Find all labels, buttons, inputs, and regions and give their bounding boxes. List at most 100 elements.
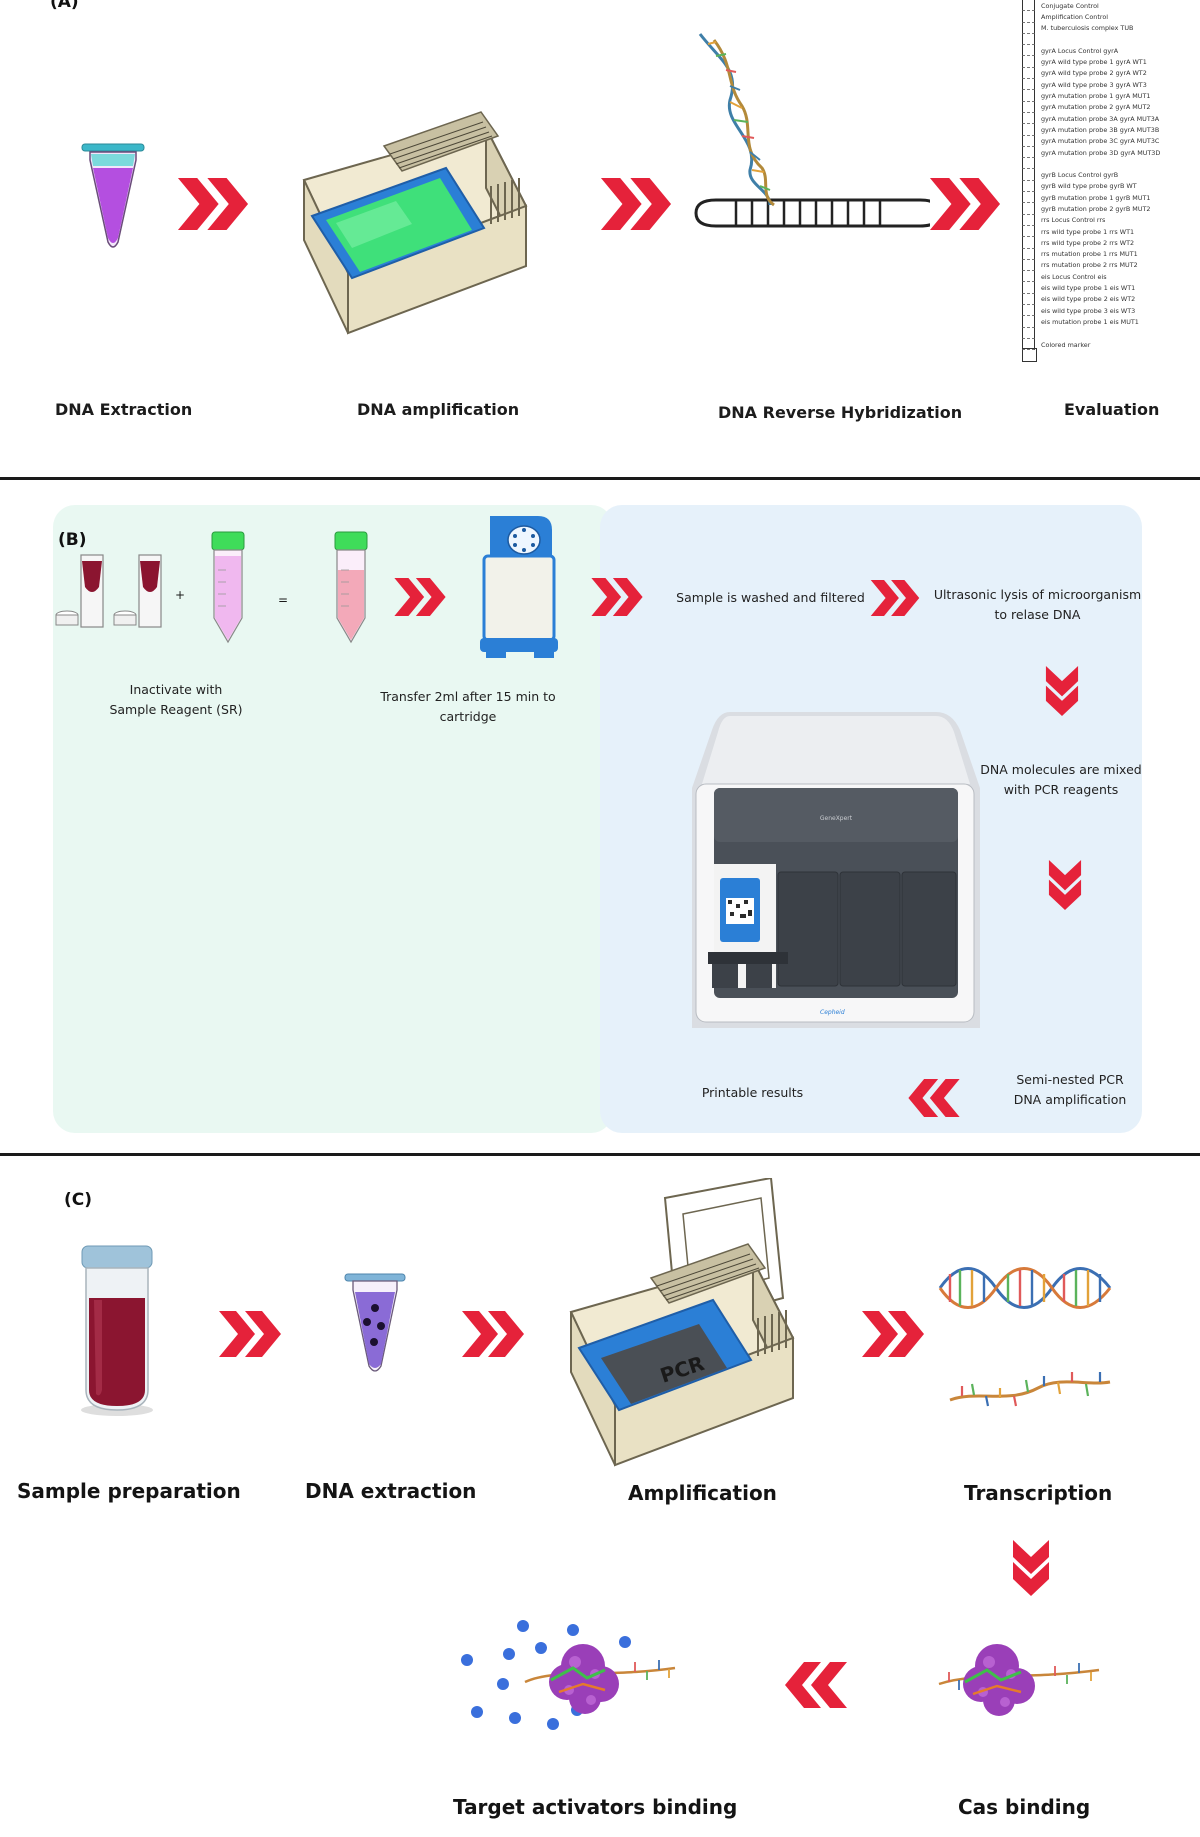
microtube-icon [81, 143, 145, 248]
strip-probe-label: Conjugate Control [1041, 1, 1099, 10]
reagent-tube-icon [211, 531, 245, 644]
strip-band [1022, 225, 1035, 238]
strip-row: eis wild type probe 2 eis WT2 [1022, 293, 1160, 306]
strip-band [1022, 214, 1035, 226]
step-amplification: Amplification [628, 1481, 777, 1505]
blood-tube-icon [81, 1245, 153, 1416]
strip-band [1022, 192, 1035, 204]
strip-row: Conjugate Control [1022, 0, 1160, 12]
strip-row: M. tuberculosis complex TUB [1022, 22, 1160, 34]
step-dna-extraction: DNA extraction [305, 1479, 477, 1503]
arrow-down-icon [1013, 1540, 1049, 1596]
target-activators-binding-icon [461, 1620, 676, 1730]
strip-band [1022, 67, 1035, 80]
strip-probe-label: rrs Locus Control rrs [1041, 216, 1106, 225]
step-cas-binding: Cas binding [958, 1795, 1091, 1819]
strip-band [1022, 282, 1035, 294]
strip-band [1022, 33, 1035, 46]
strip-row: gyrA mutation probe 2 gyrA MUT2 [1022, 101, 1160, 113]
thermocycler-icon [303, 111, 527, 334]
strip-row: rrs wild type probe 1 rrs WT1 [1022, 225, 1160, 238]
step-dna-reverse-hybridization: DNA Reverse Hybridization [718, 403, 963, 422]
strip-probe-label: M. tuberculosis complex TUB [1041, 24, 1134, 33]
strip-row: gyrA Locus Control gyrA [1022, 45, 1160, 57]
strip-probe-label: gyrB Locus Control gyrB [1041, 171, 1119, 180]
rna-strand-icon [949, 1372, 1111, 1407]
arrow-right-icon [219, 1311, 281, 1357]
strip-row: gyrA wild type probe 2 gyrA WT2 [1022, 67, 1160, 80]
strip-row: gyrA mutation probe 3D gyrA MUT3D [1022, 146, 1160, 159]
strip-row: gyrB mutation probe 1 gyrB MUT1 [1022, 192, 1160, 204]
strip-row: gyrA mutation probe 3A gyrA MUT3A [1022, 112, 1160, 125]
results-label: Printable results [701, 1085, 804, 1100]
arrow-right-icon [394, 578, 446, 616]
strip-probe-label: gyrA wild type probe 1 gyrA WT1 [1041, 58, 1147, 67]
plus-sign: + [175, 588, 186, 602]
arrow-right-icon [862, 1311, 924, 1357]
step-sample-preparation: Sample preparation [17, 1479, 241, 1503]
strip-row: gyrA wild type probe 1 gyrA WT1 [1022, 56, 1160, 68]
strip-row: gyrA mutation probe 3C gyrA MUT3C [1022, 135, 1160, 147]
strip-row: rrs mutation probe 1 rrs MUT1 [1022, 248, 1160, 260]
strip-row: eis Locus Control eis [1022, 271, 1160, 283]
strip-row [1022, 327, 1160, 339]
strip-band [1022, 22, 1035, 34]
strip-row [1022, 158, 1160, 170]
strip-band [1022, 124, 1035, 136]
strip-probe-label: rrs wild type probe 1 rrs WT1 [1041, 227, 1135, 236]
step-target-activators-binding: Target activators binding [453, 1795, 738, 1819]
divider [0, 477, 1200, 480]
arrow-right-icon [929, 178, 1001, 230]
strip-probe-label: gyrA mutation probe 3C gyrA MUT3C [1041, 137, 1160, 146]
strip-probe-label: gyrA Locus Control gyrA [1041, 46, 1119, 55]
strip-probe-label: gyrA wild type probe 3 gyrA WT3 [1041, 80, 1147, 89]
strip-band [1022, 180, 1035, 193]
strip-probe-label: eis Locus Control eis [1041, 272, 1107, 281]
strip-row: gyrA mutation probe 1 gyrA MUT1 [1022, 90, 1160, 102]
strip-probe-label: gyrB wild type probe gyrB WT [1041, 182, 1137, 191]
strip-row: gyrA wild type probe 3 gyrA WT3 [1022, 79, 1160, 91]
strip-band [1022, 79, 1035, 91]
step-transcription: Transcription [964, 1481, 1113, 1505]
strip-probe-label: gyrB mutation probe 2 gyrB MUT2 [1041, 204, 1151, 213]
step-dna-amplification: DNA amplification [357, 400, 520, 419]
strip-probe-label: rrs wild type probe 2 rrs WT2 [1041, 238, 1135, 247]
arrow-right-icon [600, 178, 672, 230]
dna-double-helix-icon [938, 1267, 1112, 1309]
strip-row [1022, 33, 1160, 46]
strip-probe-label: eis mutation probe 1 eis MUT1 [1041, 317, 1139, 326]
strip-probe-label: gyrB mutation probe 1 gyrB MUT1 [1041, 193, 1151, 202]
arrow-right-icon [591, 578, 643, 616]
panel-a-tag: (A) [50, 0, 79, 12]
genexpert-device-icon: GeneXpert Cepheid [692, 712, 980, 1028]
device-brand: GeneXpert [820, 815, 853, 822]
strip-band [1022, 56, 1035, 68]
strip-band [1022, 0, 1035, 12]
strip-band [1022, 237, 1035, 249]
strip-band [1022, 316, 1035, 328]
arrow-right-icon [870, 580, 920, 616]
strip-band [1022, 203, 1035, 215]
strip-band [1022, 101, 1035, 113]
strip-probe-label: gyrA mutation probe 3A gyrA MUT3A [1041, 114, 1160, 123]
step-dna-extraction: DNA Extraction [55, 400, 193, 419]
lysis-label: Ultrasonic lysis of microorganism to rel… [933, 587, 1142, 622]
mixed-label: DNA molecules are mixed with PCR reagent… [980, 762, 1142, 797]
strip-band [1022, 327, 1035, 339]
divider [0, 1153, 1200, 1156]
strip-probe-label: gyrA mutation probe 3B gyrA MUT3B [1041, 125, 1160, 134]
strip-band [1022, 293, 1035, 306]
strip-probe-label: eis wild type probe 1 eis WT1 [1041, 284, 1136, 293]
mixed-tube-icon [334, 531, 368, 644]
strip-band [1022, 45, 1035, 57]
strip-row: gyrA mutation probe 3B gyrA MUT3B [1022, 124, 1160, 136]
arrow-right-icon [177, 178, 249, 230]
pcr-machine-icon: PCR [570, 1178, 794, 1466]
strip-row: eis wild type probe 1 eis WT1 [1022, 282, 1160, 294]
strip-probe-label: gyrA wild type probe 2 gyrA WT2 [1041, 69, 1147, 78]
device-logo: Cepheid [820, 1009, 845, 1016]
strip-row: gyrB mutation probe 2 gyrB MUT2 [1022, 203, 1160, 215]
strip-row: rrs mutation probe 2 rrs MUT2 [1022, 259, 1160, 272]
strip-row: gyrB Locus Control gyrB [1022, 169, 1160, 181]
